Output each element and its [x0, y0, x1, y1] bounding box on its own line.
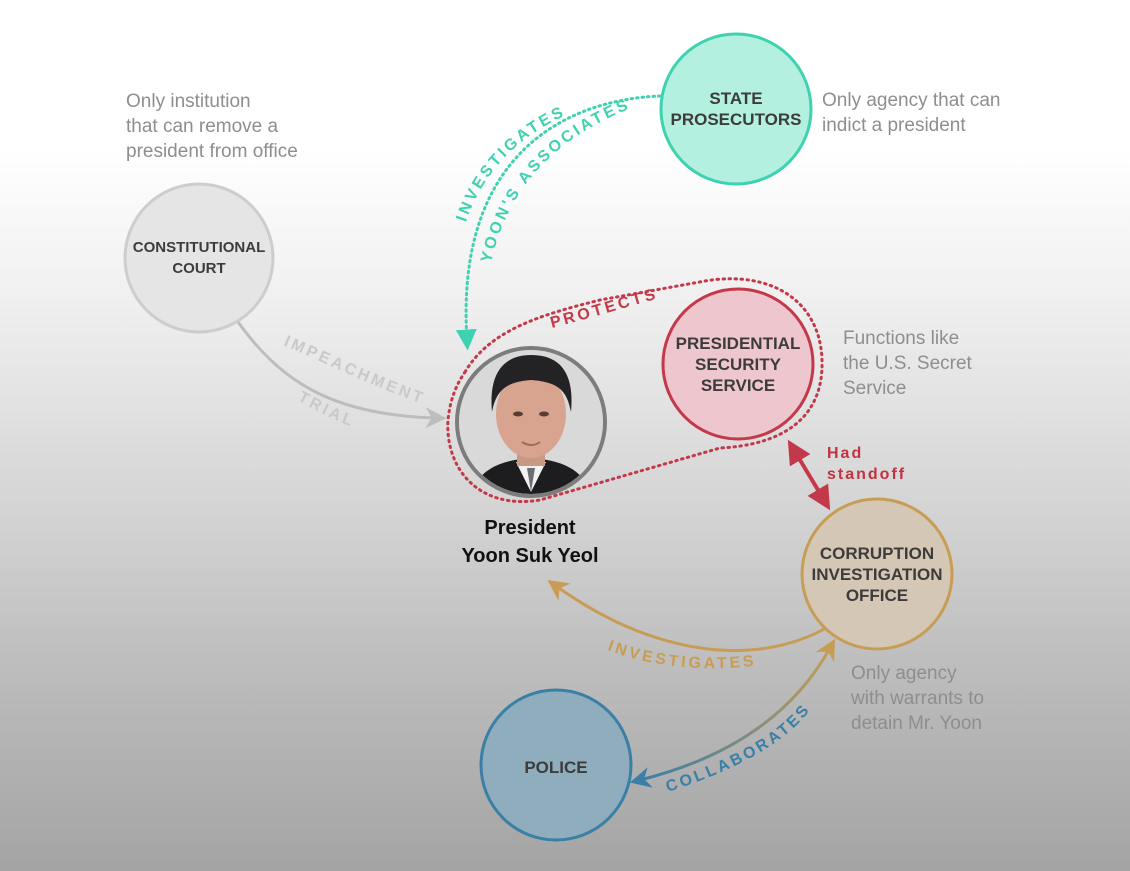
- label-police: Police: [524, 757, 588, 777]
- edge-collaborates: [629, 638, 836, 788]
- label-state-prosecutors: State Prosecutors: [670, 89, 802, 129]
- node-constitutional-court[interactable]: [123, 182, 275, 334]
- edge-label-had-standoff: Had standoff: [827, 445, 907, 483]
- edge-label-collaborates: Collaborates: [664, 700, 815, 796]
- edge-protects-loop: [446, 277, 824, 503]
- node-cio[interactable]: [800, 497, 954, 651]
- portrait-of-president: [455, 346, 607, 498]
- annotation-cio: Only agency with warrants to detain Mr. …: [851, 663, 985, 734]
- label-cio: Corruption Investigation Office: [811, 543, 943, 605]
- annotation-security: Functions like the U.S. Secret Service: [843, 328, 972, 399]
- node-police[interactable]: [479, 688, 633, 842]
- node-security-service[interactable]: [661, 287, 815, 441]
- edge-label-trial: Trial: [295, 389, 358, 431]
- edge-impeachment: [236, 321, 447, 429]
- president-name: President Yoon Suk Yeol: [461, 517, 599, 567]
- label-security-service: Presidential Security Service: [675, 333, 801, 395]
- edge-standoff: [787, 439, 831, 511]
- edge-cio-investigates: [547, 579, 827, 653]
- annotation-prosecutors: Only agency that can indict a president: [822, 90, 1001, 136]
- annotation-court: Only institution that can remove a presi…: [126, 91, 298, 162]
- label-constitutional-court: Constitutional Court: [132, 239, 266, 277]
- node-state-prosecutors[interactable]: [659, 32, 813, 186]
- edge-prosecutors-investigates: [455, 94, 662, 351]
